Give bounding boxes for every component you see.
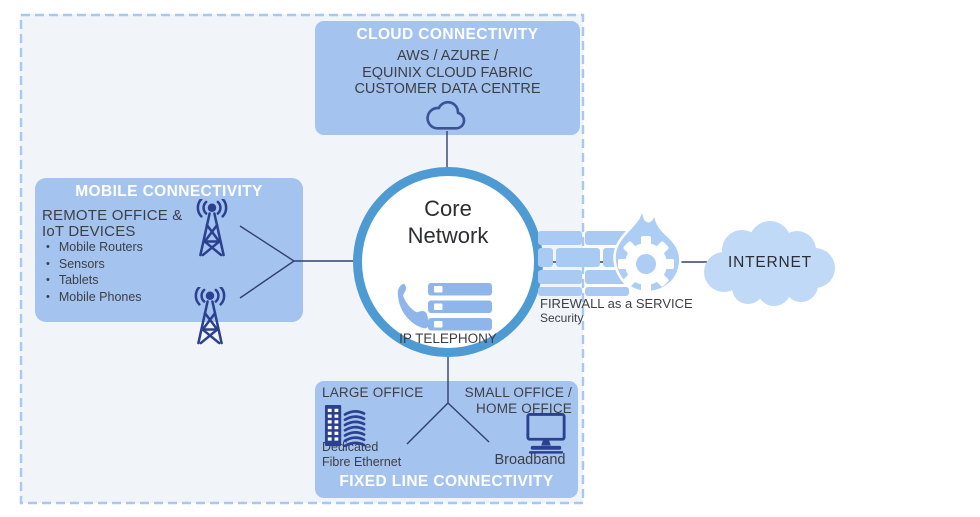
desktop-monitor-icon	[526, 413, 566, 454]
cloud-connectivity-text: AWS / AZURE / EQUINIX CLOUD FABRIC CUSTO…	[315, 48, 580, 98]
core-network-label: Core Network	[353, 195, 543, 249]
large-office-heading: LARGE OFFICE	[322, 385, 424, 400]
antenna-icon	[194, 287, 226, 345]
list-item: Tablets	[46, 273, 143, 290]
list-item: Sensors	[46, 257, 143, 274]
firewall-sublabel: Security	[540, 311, 584, 325]
small-office-heading-line-1: SMALL OFFICE /	[464, 385, 572, 400]
core-label-line-1: Core	[424, 196, 472, 221]
list-item: Mobile Phones	[46, 290, 143, 307]
core-label-line-2: Network	[407, 223, 489, 248]
server-stack-icon	[428, 283, 492, 331]
cloud-connectivity-title: CLOUD CONNECTIVITY	[356, 26, 539, 43]
gear-icon	[618, 236, 674, 292]
office-building-icon	[324, 404, 366, 447]
cloud-line-2: EQUINIX CLOUD FABRIC	[362, 64, 533, 81]
internet-label: INTERNET	[728, 254, 812, 271]
mobile-connectivity-title: MOBILE CONNECTIVITY	[75, 183, 263, 200]
small-office-heading: SMALL OFFICE / HOME OFFICE	[420, 385, 572, 416]
cloud-line-1: AWS / AZURE /	[397, 48, 498, 64]
flame-icon	[613, 207, 682, 294]
phone-handset-icon	[397, 283, 428, 329]
firewall-label: FIREWALL as a SERVICE	[540, 296, 693, 311]
mobile-device-list: Mobile Routers Sensors Tablets Mobile Ph…	[46, 240, 143, 306]
ip-telephony-label: IP TELEPHONY	[399, 331, 497, 346]
cloud-outline-icon	[426, 101, 466, 130]
antenna-icon	[196, 199, 228, 257]
internet-cloud-icon	[704, 221, 835, 306]
list-item: Mobile Routers	[46, 240, 143, 257]
cloud-line-3: CUSTOMER DATA CENTRE	[354, 81, 541, 97]
fixed-line-connectivity-title: FIXED LINE CONNECTIVITY	[339, 473, 554, 490]
large-office-label-line-2: Fibre Ethernet	[322, 454, 402, 469]
